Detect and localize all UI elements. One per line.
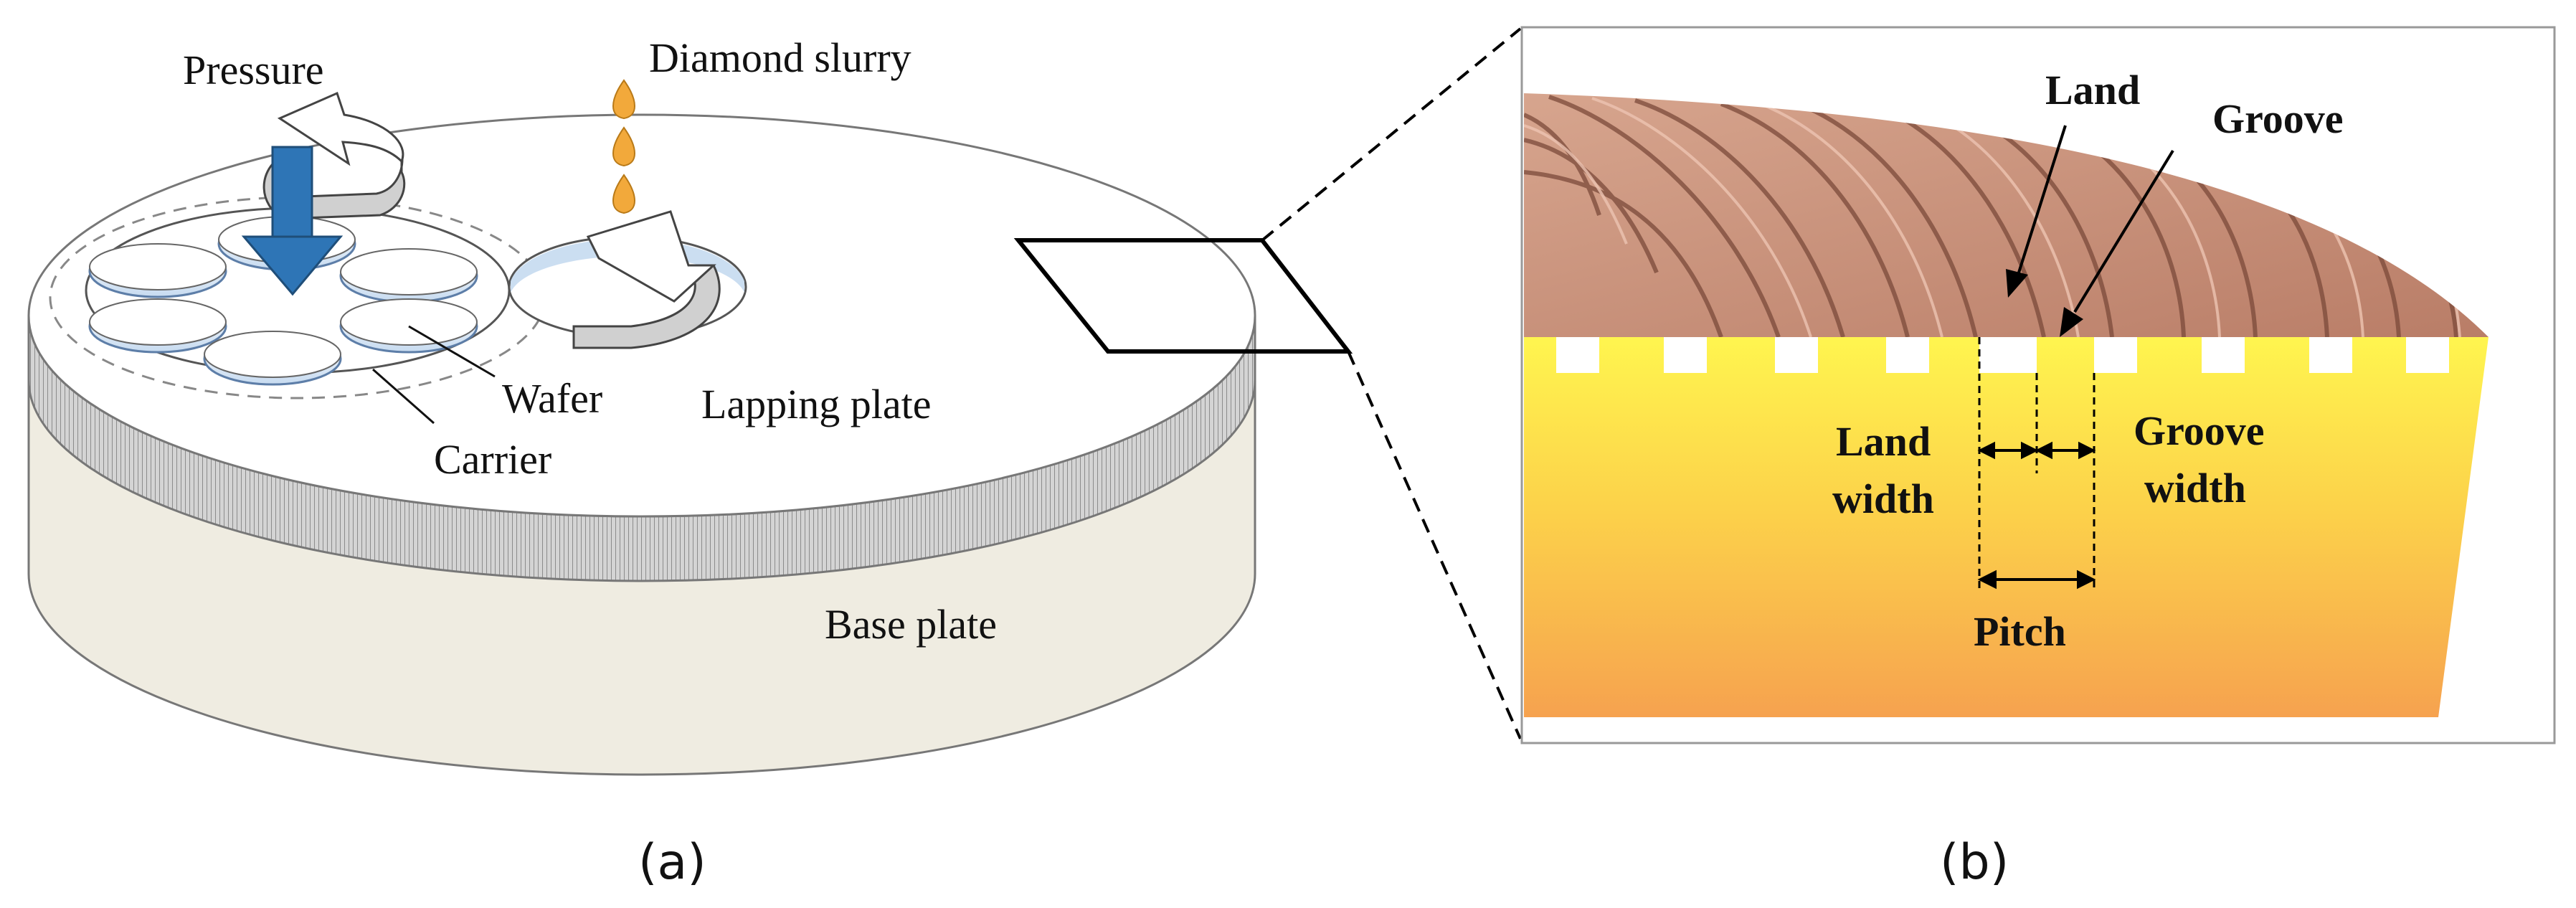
panel-b: Land Groove Land width Groove width Pitc… <box>1520 26 2556 891</box>
wafer <box>339 248 478 303</box>
slurry-drop <box>612 79 635 120</box>
slurry-drop <box>612 174 635 214</box>
ring-rotation-arrow <box>572 210 721 349</box>
wafer <box>88 298 227 354</box>
groove-width-arrow <box>2035 441 2096 460</box>
lapping-plate-label: Lapping plate <box>701 381 932 427</box>
caption-b: (b) <box>1940 834 2009 891</box>
wafer <box>88 243 227 298</box>
pitch-arrow <box>1977 569 2096 590</box>
land-label: Land <box>2045 67 2140 113</box>
pressure-label: Pressure <box>183 47 324 93</box>
groove-width-label-line1: Groove <box>2134 407 2265 454</box>
wafer-label: Wafer <box>502 375 602 422</box>
carrier-label: Carrier <box>434 436 551 483</box>
panel-a: Pressure Diamond slurry Wafer Carrier La… <box>27 34 1353 891</box>
zoom-connector-bottom <box>1347 351 1522 739</box>
land-width-arrow <box>1977 441 2039 460</box>
wafer <box>203 331 342 386</box>
groove-width-label-line2: width <box>2144 465 2246 511</box>
wafer <box>339 298 478 354</box>
caption-a: (a) <box>638 834 706 891</box>
slurry-drop <box>612 126 635 167</box>
zoom-connector-top <box>1261 27 1522 242</box>
carrier-leader <box>372 368 435 425</box>
diamond-slurry-label: Diamond slurry <box>649 34 911 81</box>
land-pointer-arrow <box>2006 125 2067 298</box>
land-width-label-line2: width <box>1832 476 1934 522</box>
groove-pointer-arrow <box>2060 149 2174 337</box>
slurry-drops <box>612 79 635 214</box>
pitch-label: Pitch <box>1974 608 2066 655</box>
base-plate-label: Base plate <box>825 601 997 648</box>
cross-section <box>1524 337 2489 717</box>
land-width-label-line1: Land <box>1836 418 1931 465</box>
pressure-arrow <box>241 146 344 296</box>
wafers <box>88 216 478 386</box>
groove-label: Groove <box>2212 95 2344 142</box>
wafer-leader <box>408 325 496 378</box>
